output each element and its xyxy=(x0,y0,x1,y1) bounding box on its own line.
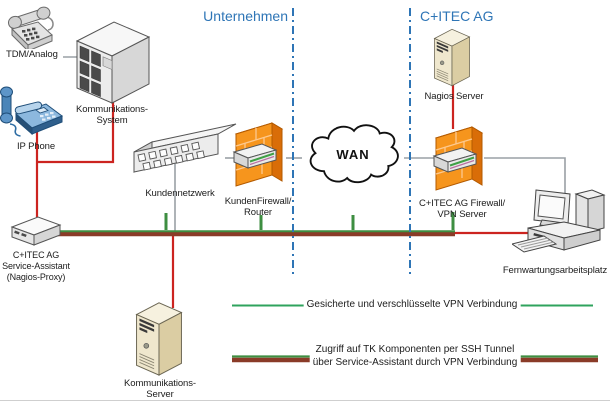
label-line: Kommunikations- xyxy=(76,104,148,115)
tunnel-taps xyxy=(164,212,455,230)
node-service-assistant xyxy=(8,214,64,255)
firewall-icon xyxy=(232,122,284,187)
workstation-icon xyxy=(510,189,606,253)
node-tdm-analog xyxy=(6,5,58,56)
zone-label-citec-ag: C+ITEC AG xyxy=(420,8,494,24)
analog-phone-icon xyxy=(7,6,54,53)
kommunikations-system-label: Kommunikations- System xyxy=(62,104,162,126)
server-tower-icon xyxy=(135,302,183,376)
node-kommunikations-server xyxy=(131,296,187,383)
label-line: Router xyxy=(244,207,272,218)
label-line: Kommunikations- xyxy=(124,378,196,389)
label-line: (Nagios-Proxy) xyxy=(6,272,66,282)
label-line: VPN Server xyxy=(437,209,487,220)
label-line: KundenFirewall/ xyxy=(224,196,292,207)
firewall-icon xyxy=(432,126,484,191)
pbx-cabinet-icon xyxy=(75,21,151,104)
citec-firewall-label: C+ITEC AG Firewall/ VPN Server xyxy=(412,198,512,220)
node-kommunikations-system xyxy=(74,17,152,110)
network-switch-icon xyxy=(133,123,237,173)
label-line: Server xyxy=(146,389,174,400)
label-line: C+ITEC AG xyxy=(12,250,60,260)
nagios-server-label: Nagios Server xyxy=(424,91,484,102)
legend-tunnel-label: Zugriff auf TK Komponenten per SSH Tunne… xyxy=(309,344,521,369)
appliance-box-icon xyxy=(10,216,62,246)
node-ip-phone xyxy=(0,84,64,143)
server-tower-icon xyxy=(433,28,471,87)
zone-label-unternehmen: Unternehmen xyxy=(203,8,288,24)
node-kundennetzwerk xyxy=(126,122,238,189)
label-line: Zugriff auf TK Komponenten per SSH Tunne… xyxy=(315,344,515,355)
label-line: über Service-Assistant durch VPN Verbind… xyxy=(312,356,518,368)
label-line: Service-Assistant xyxy=(2,261,70,271)
handset-cord-icon xyxy=(9,123,21,137)
label-line: C+ITEC AG Firewall/ xyxy=(419,198,505,209)
legend-vpn-label: Gesicherte und verschlüsselte VPN Verbin… xyxy=(303,299,521,312)
label-line: System xyxy=(96,115,128,126)
tdm-analog-label: TDM/Analog xyxy=(5,49,63,60)
zone-divider-lines xyxy=(292,8,411,276)
service-assistant-label: C+ITEC AG Service-Assistant (Nagios-Prox… xyxy=(0,250,72,283)
node-citec-firewall xyxy=(428,122,490,201)
cloud-icon xyxy=(309,124,399,184)
wan-label: WAN xyxy=(336,147,370,162)
kunden-firewall-label: KundenFirewall/ Router xyxy=(218,196,298,218)
fernwartungsarbeitsplatz-label: Fernwartungsarbeitsplatz xyxy=(502,265,608,276)
node-wan xyxy=(296,118,412,195)
ip-phone-icon xyxy=(0,86,64,137)
kundennetzwerk-label: Kundennetzwerk xyxy=(145,188,215,199)
ip-phone-label: IP Phone xyxy=(16,141,56,152)
kommunikations-server-label: Kommunikations- Server xyxy=(110,378,210,400)
node-fernwartungsarbeitsplatz xyxy=(510,188,608,267)
node-kunden-firewall xyxy=(228,118,290,197)
node-nagios-server xyxy=(426,24,478,93)
